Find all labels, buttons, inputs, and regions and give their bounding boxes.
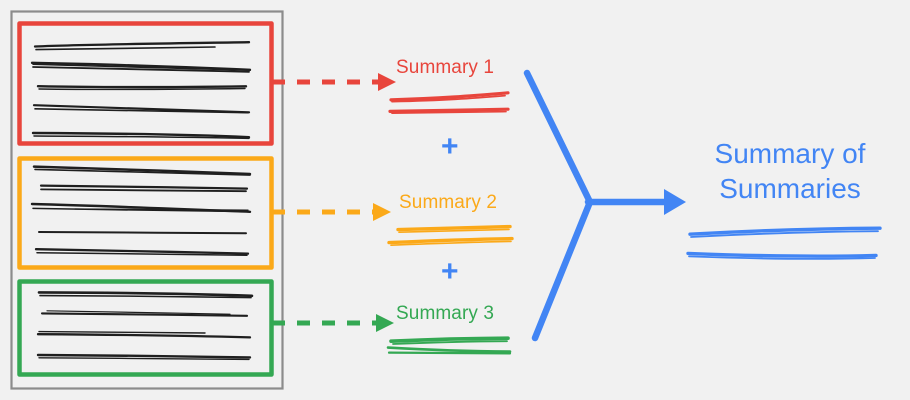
plus-operator-2: + (441, 255, 459, 288)
chunk-2-group[interactable] (17, 156, 274, 270)
summary-2-label: Summary 2 (399, 192, 498, 213)
source-document-frame (10, 10, 284, 390)
summary-2-squiggles (387, 224, 514, 246)
final-output-squiggles (686, 226, 882, 260)
chunk-1-text-lines (30, 41, 252, 140)
chunk-1-group[interactable] (17, 21, 274, 146)
summary-1-squiggles (388, 91, 510, 114)
chunk-1-box[interactable] (17, 21, 274, 146)
chunk-3-group[interactable] (17, 279, 274, 377)
dashed-arrow-chunk-2 (272, 203, 391, 221)
summary-1-label: Summary 1 (396, 57, 495, 78)
summary-3-squiggles (386, 336, 512, 355)
dashed-arrow-chunk-1 (272, 73, 396, 91)
summary-3-label: Summary 3 (396, 303, 495, 324)
merge-arrowhead (664, 189, 686, 215)
chunk-3-box[interactable] (17, 279, 274, 377)
plus-operator-1: + (441, 130, 459, 163)
summary-of-summaries-label: Summary of Summaries (700, 136, 880, 206)
summary-of-summaries-line-2: Summaries (719, 173, 861, 204)
chunk-2-text-lines (30, 165, 252, 256)
summary-of-summaries-line-1: Summary of (714, 138, 866, 169)
dashed-arrow-chunk-3 (272, 314, 394, 332)
merge-arrow (523, 69, 674, 342)
chunk-3-text-lines (36, 291, 254, 361)
chunk-2-box[interactable] (17, 156, 274, 270)
